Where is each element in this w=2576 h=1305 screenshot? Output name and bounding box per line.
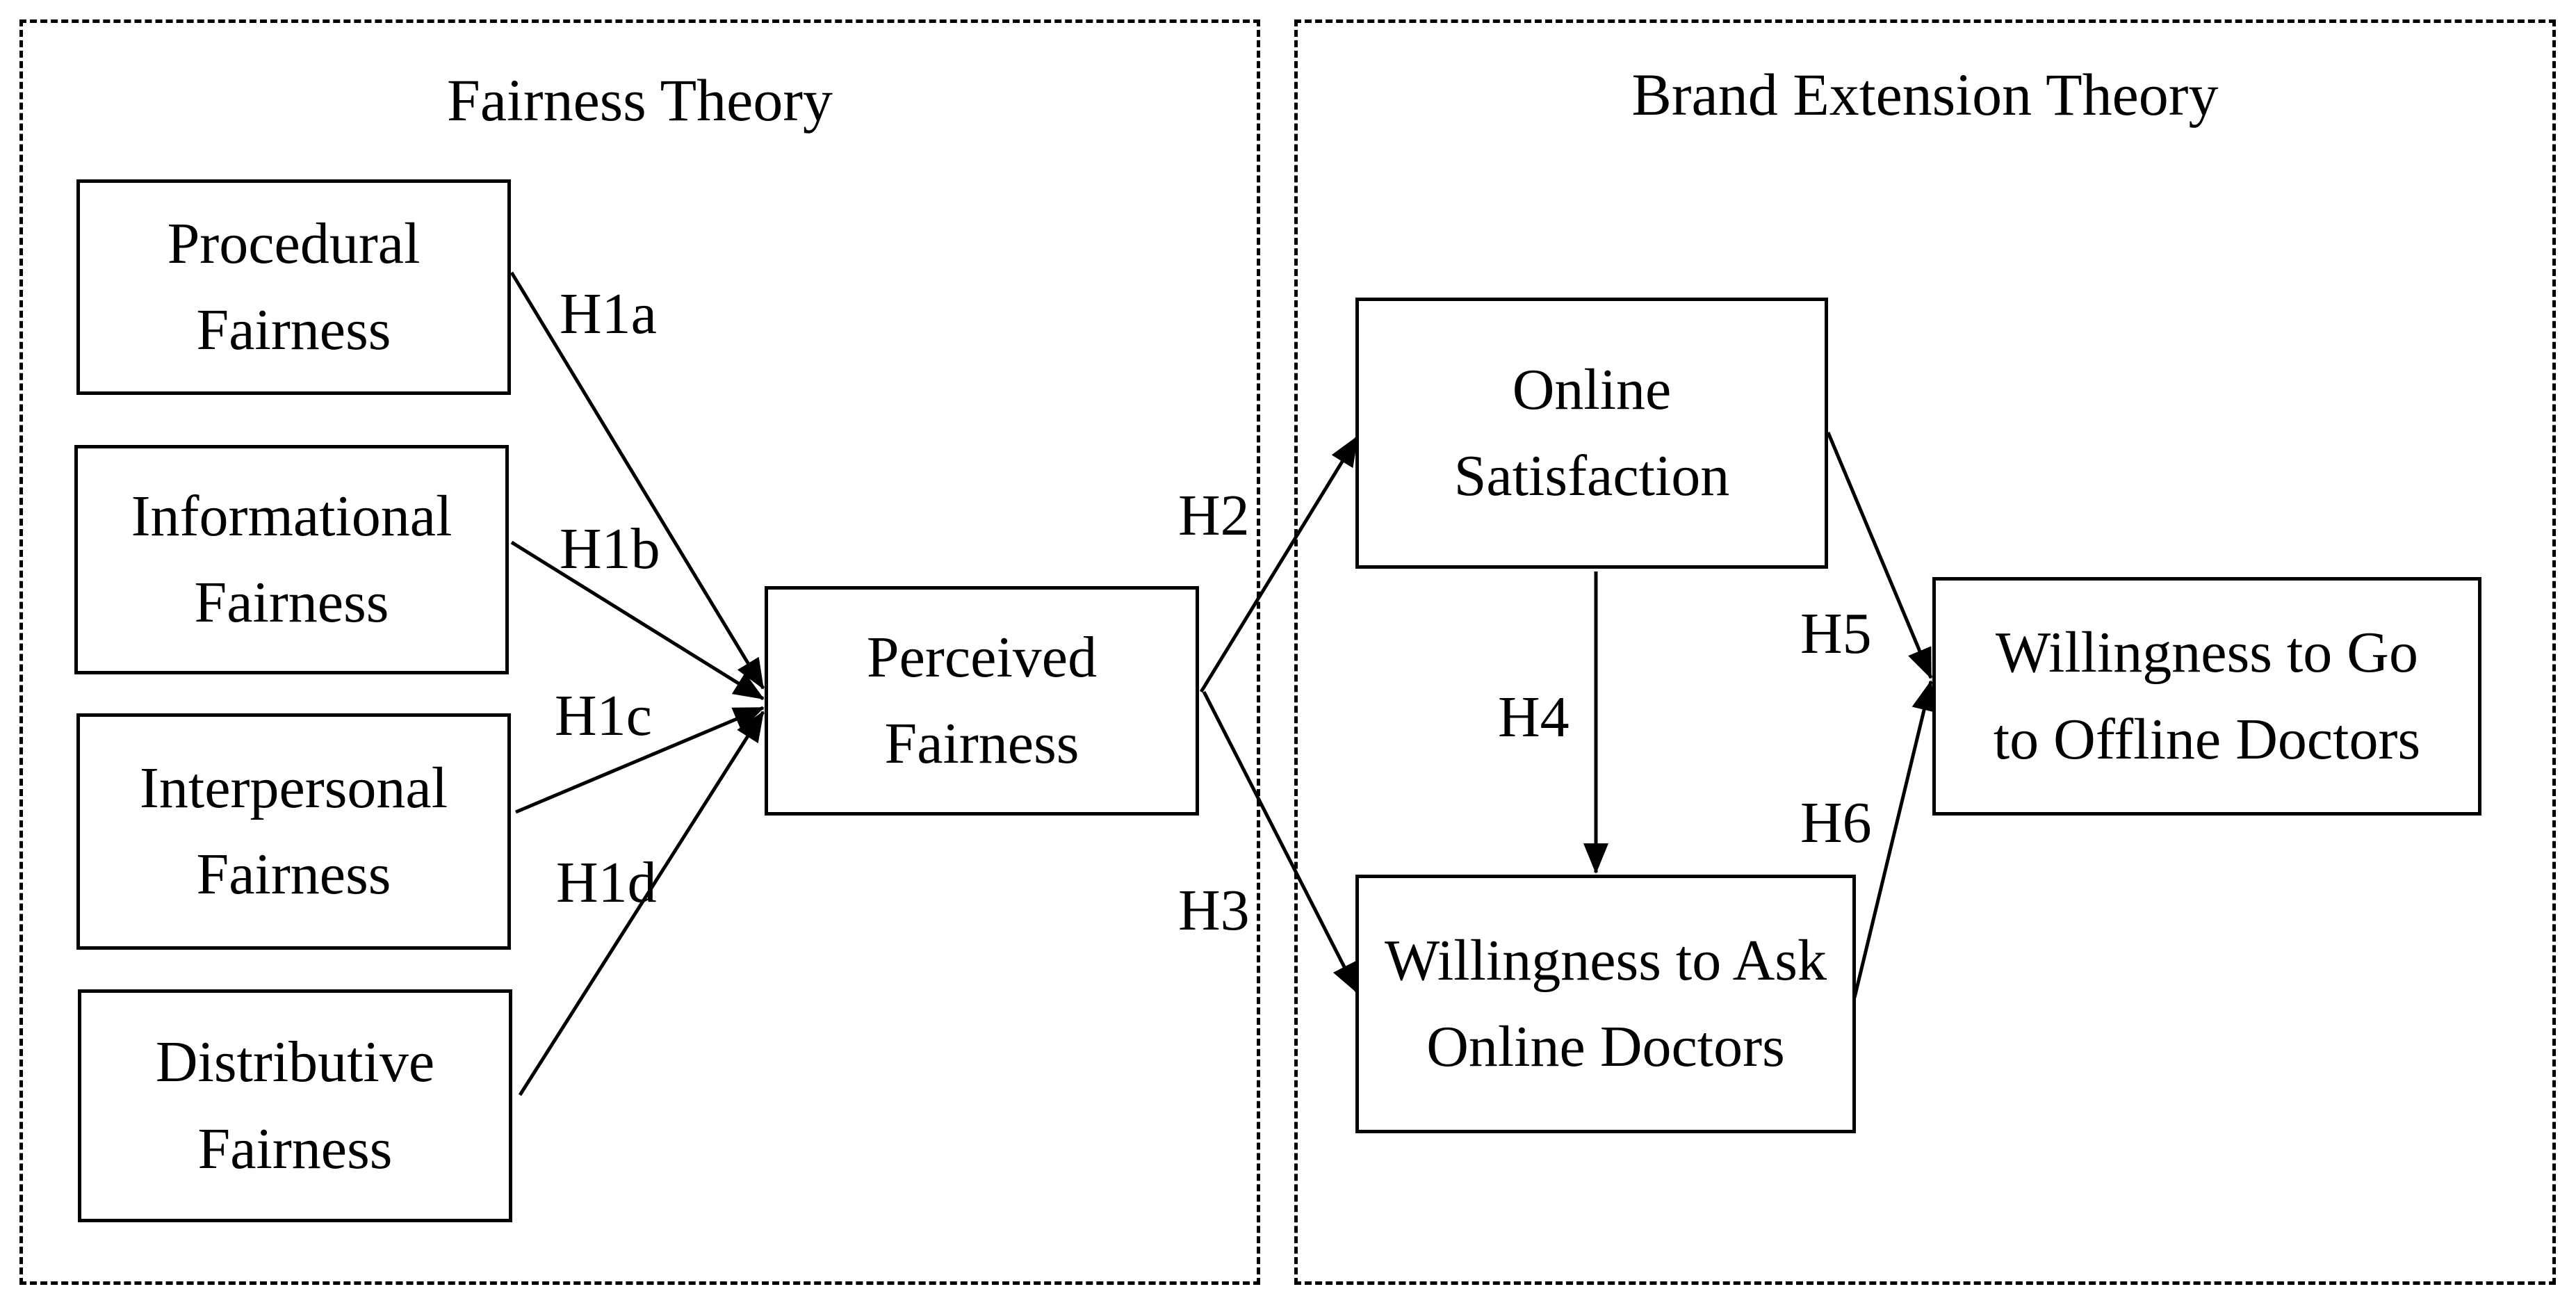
label-h2: H2 [1178, 483, 1250, 548]
arrow-h1b [510, 540, 765, 701]
brand-extension-theory-title: Brand Extension Theory [1631, 61, 2219, 128]
label-h1b: H1b [560, 517, 660, 581]
label-h4: H4 [1498, 685, 1570, 749]
distributive-fairness-line1: Distributive [155, 1030, 435, 1095]
perceived-fairness-line1: Perceived [866, 624, 1098, 690]
distributive-fairness-line2: Fairness [197, 1116, 393, 1181]
perceived-fairness-line2: Fairness [884, 711, 1079, 776]
online-satisfaction-line2: Satisfaction [1453, 444, 1730, 508]
willingness-ask-online-line1: Willingness to Ask [1385, 927, 1827, 993]
label-h1a: H1a [560, 282, 657, 346]
online-satisfaction-box: Online Satisfaction [1355, 298, 1828, 569]
label-h6: H6 [1800, 791, 1872, 855]
arrow-h3 [1202, 690, 1360, 994]
arrow-h1a [510, 271, 765, 690]
willingness-ask-online-line2: Online Doctors [1426, 1014, 1785, 1079]
interpersonal-fairness-line1: Interpersonal [139, 755, 448, 820]
brand-extension-theory-panel: Brand Extension Theory [1294, 19, 2556, 1285]
procedural-fairness-box: Procedural Fairness [76, 179, 511, 395]
arrow-h1c [515, 706, 765, 814]
willingness-go-offline-line2: to Offline Doctors [1993, 706, 2421, 772]
willingness-go-offline-box: Willingness to Go to Offline Doctors [1932, 577, 2481, 816]
arrow-h2 [1199, 435, 1360, 693]
perceived-fairness-box: Perceived Fairness [765, 586, 1199, 816]
fairness-theory-title: Fairness Theory [447, 67, 833, 133]
label-h1c: H1c [555, 683, 652, 748]
willingness-go-offline-line1: Willingness to Go [1996, 620, 2418, 686]
informational-fairness-box: Informational Fairness [74, 445, 509, 674]
online-satisfaction-line1: Online [1512, 357, 1672, 422]
fairness-theory-panel: Fairness Theory [19, 19, 1260, 1285]
procedural-fairness-line1: Procedural [167, 211, 421, 276]
arrow-h6 [1852, 680, 1937, 998]
willingness-ask-online-box: Willingness to Ask Online Doctors [1355, 875, 1856, 1133]
interpersonal-fairness-box: Interpersonal Fairness [76, 713, 511, 950]
interpersonal-fairness-line2: Fairness [196, 842, 391, 907]
informational-fairness-line1: Informational [131, 483, 453, 549]
label-h1d: H1d [556, 850, 657, 915]
label-h5: H5 [1800, 601, 1872, 666]
arrow-h1d [518, 711, 765, 1096]
distributive-fairness-box: Distributive Fairness [78, 989, 512, 1222]
label-h3: H3 [1178, 878, 1250, 943]
arrow-h5 [1826, 432, 1933, 679]
procedural-fairness-line2: Fairness [196, 298, 391, 362]
informational-fairness-line2: Fairness [194, 570, 389, 635]
